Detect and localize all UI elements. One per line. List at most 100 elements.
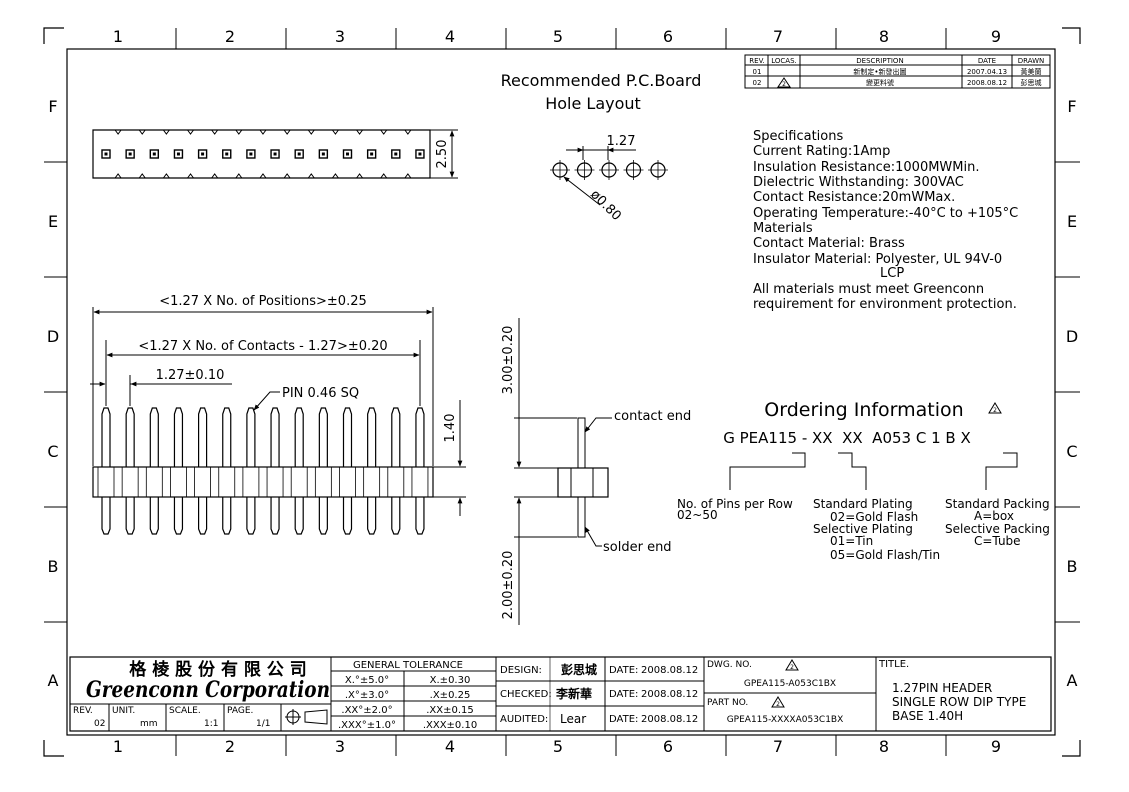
dwg-label: DWG. NO.: [707, 660, 752, 670]
company-name-en: Greenconn Corporation: [86, 677, 330, 703]
spec-line: requirement for environment protection.: [753, 297, 1017, 312]
pcb-title: Recommended P.C.Board: [501, 71, 702, 90]
col-label: 1: [113, 27, 123, 46]
scale-value: 1:1: [204, 719, 218, 729]
spec-line: Specifications: [753, 129, 843, 144]
top-pin-square: [197, 149, 208, 159]
col-label: 1: [113, 737, 123, 756]
front-pin-top: [367, 407, 377, 467]
svg-text:2: 2: [776, 701, 780, 708]
hole-diameter-dim: ø0.80: [587, 187, 624, 224]
front-pin-top: [294, 407, 304, 467]
front-pin-bottom: [367, 497, 377, 535]
spec-line: All materials must meet Greenconn: [753, 282, 984, 297]
ordering-title: Ordering Information: [764, 399, 963, 421]
page-value: 1/1: [256, 719, 270, 729]
top-pin-square: [415, 149, 425, 159]
spec-line: LCP: [880, 266, 904, 281]
rev-cell: 01: [753, 68, 762, 76]
title-line: 1.27PIN HEADER: [892, 681, 992, 695]
top-pin-center: [346, 152, 349, 156]
date-value: 2008.08.12: [641, 665, 698, 676]
top-pin-center: [394, 152, 398, 156]
front-pin-top: [270, 407, 280, 467]
top-pin-center: [225, 152, 229, 156]
col-label: 7: [773, 27, 783, 46]
front-pin-top: [173, 407, 184, 467]
design-label: DESIGN:: [500, 665, 542, 676]
packing-line: C=Tube: [974, 534, 1021, 548]
ordering-triangle-icon: 2: [988, 402, 1002, 414]
top-pin-square: [222, 149, 232, 159]
plating-line: Selective Plating: [813, 522, 913, 536]
front-pin-top: [222, 407, 232, 467]
top-pin-square: [294, 149, 304, 159]
tolerance-cell: .XXX±0.10: [423, 720, 477, 731]
spec-line: Contact Material: Brass: [753, 236, 905, 251]
rev-cell: 02: [753, 79, 762, 87]
top-pin-center: [370, 152, 374, 156]
drawing-border: [66, 48, 1056, 736]
col-label: 9: [991, 737, 1001, 756]
col-label: 6: [663, 27, 673, 46]
front-pin-top: [415, 407, 425, 467]
spec-line: Contact Resistance:20mWMax.: [753, 190, 955, 205]
ordering-information: Ordering Information 2 G PEA115 - XX XX …: [677, 399, 1050, 562]
date-value: 2008.08.12: [641, 714, 698, 725]
rev-cell: 彭思城: [1021, 78, 1042, 87]
tolerance-cell: .X±0.25: [430, 690, 471, 701]
front-pin-top: [149, 407, 159, 467]
pcb-hole-layout: Recommended P.C.Board Hole Layout 1.27 ø…: [501, 71, 702, 224]
front-pin-top: [391, 407, 401, 467]
tolerance-cell: .XX±0.15: [426, 705, 474, 716]
packing-line: Standard Packing: [945, 497, 1050, 511]
scale-label: SCALE.: [169, 706, 201, 716]
spec-line: Insulator Material: Polyester, UL 94V-0: [753, 252, 1002, 267]
side-view: 3.00±0.20 2.00±0.20 contact end solder e…: [501, 318, 691, 625]
rev-cell: 新制定•新發出圖: [853, 67, 906, 76]
front-pin-bottom: [125, 497, 135, 535]
front-pin-top: [101, 407, 111, 467]
col-label: 4: [445, 27, 455, 46]
front-pin-bottom: [342, 497, 353, 535]
rev-cell: 2008.08.12: [967, 79, 1007, 87]
front-pin-bottom: [222, 497, 232, 535]
audited-label: AUDITED:: [500, 714, 548, 725]
front-pin-bottom: [270, 497, 280, 535]
pin-label: PIN 0.46 SQ: [282, 386, 359, 401]
page-label: PAGE.: [227, 706, 253, 716]
contact-end-label: contact end: [614, 409, 691, 424]
spec-line: Operating Temperature:-40°C to +105°C: [753, 206, 1018, 221]
top-height-dim: 2.50: [435, 140, 450, 169]
part-label: PART NO.: [707, 698, 748, 708]
front-pin-bottom: [294, 497, 304, 535]
bottom-pin-dim: 2.00±0.20: [501, 551, 516, 620]
front-pin-top: [198, 407, 208, 467]
rev-header: DRAWN: [1018, 57, 1045, 65]
title-line: BASE 1.40H: [892, 709, 963, 723]
pitch-tolerance-dim: 1.27±0.10: [156, 368, 225, 383]
plating-line: 01=Tin: [830, 534, 873, 548]
col-label: 9: [991, 27, 1001, 46]
top-pin-center: [418, 152, 422, 156]
solder-end-label: solder end: [603, 540, 672, 555]
date-label: DATE:: [609, 665, 638, 676]
col-label: 8: [879, 27, 889, 46]
front-view-pins: [97, 407, 429, 535]
top-pin-center: [176, 152, 180, 156]
body-height-dim: 1.40: [443, 414, 458, 443]
top-pin-dim: 3.00±0.20: [501, 326, 516, 395]
title-line: SINGLE ROW DIP TYPE: [892, 695, 1026, 709]
dwg-triangle-icon: 2: [785, 659, 799, 671]
pitch-dim: 1.27: [607, 134, 636, 149]
rev-cell: 變更料號: [866, 78, 894, 87]
front-pin-bottom: [415, 497, 425, 535]
front-pin-top: [125, 407, 135, 467]
top-pin-square: [391, 149, 401, 159]
pins-range: 02~50: [677, 508, 718, 522]
top-pin-square: [149, 149, 160, 159]
top-pin-center: [249, 152, 253, 156]
tolerance-cell: X.±0.30: [430, 675, 471, 686]
row-label: A: [1067, 671, 1078, 690]
col-label: 6: [663, 737, 673, 756]
